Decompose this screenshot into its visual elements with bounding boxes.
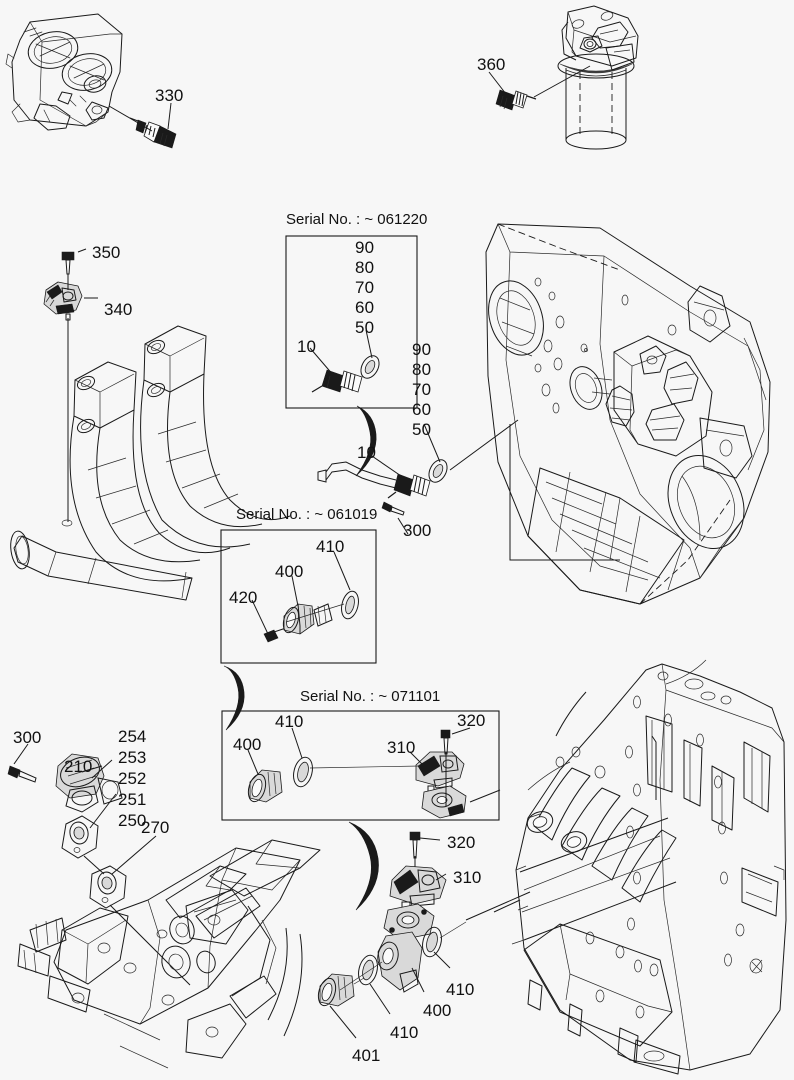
leader-420 bbox=[251, 599, 269, 635]
bottom-center-parts-group bbox=[317, 831, 467, 1007]
ref-350: 350 bbox=[92, 243, 121, 262]
ref-400-bottom: 400 bbox=[423, 1001, 452, 1020]
leader-320-bottom bbox=[419, 837, 441, 841]
cal-value-80-in: 80 bbox=[355, 258, 375, 277]
leader-sensor-to-housing bbox=[449, 419, 519, 471]
ref-10-box1: 10 bbox=[297, 337, 316, 356]
leader-410-right bbox=[433, 951, 451, 969]
cal-value-70-out: 70 bbox=[412, 380, 432, 399]
leader-box1-10 bbox=[309, 347, 335, 377]
cal-value-90-in: 90 bbox=[355, 238, 375, 257]
leader-401 bbox=[329, 1005, 357, 1039]
bracket-arms-illustration bbox=[165, 839, 321, 1037]
serial-caption-071101: Serial No. : ~ 071101 bbox=[300, 688, 441, 705]
leader-300-bottom bbox=[13, 743, 29, 765]
leader-410-box3 bbox=[291, 727, 303, 759]
ref-310-box3: 310 bbox=[387, 738, 416, 757]
sensor-360-part bbox=[495, 89, 537, 111]
ref-410-left: 410 bbox=[390, 1023, 419, 1042]
ref-410-right: 410 bbox=[446, 980, 475, 999]
ref-360: 360 bbox=[477, 55, 506, 74]
ref-251: 251 bbox=[118, 790, 147, 809]
leader-400-box2 bbox=[291, 575, 299, 607]
ref-210: 210 bbox=[64, 757, 93, 776]
leader-330-label bbox=[167, 102, 172, 130]
sensor-340-part bbox=[43, 281, 83, 321]
leader-310-bottom bbox=[435, 873, 447, 881]
cal-value-70-in: 70 bbox=[355, 278, 375, 297]
transmission-housing-illustration bbox=[485, 223, 771, 605]
serial-caption-061019: Serial No. : ~ 061019 bbox=[236, 506, 378, 523]
leader-400-bottom bbox=[411, 967, 425, 993]
ref-410-box2: 410 bbox=[316, 537, 345, 556]
leader-210b bbox=[91, 759, 113, 779]
cal-value-80-out: 80 bbox=[412, 360, 432, 379]
ref-250: 250 bbox=[118, 811, 147, 830]
serial-box-061019-frame bbox=[220, 529, 377, 664]
leader-ring1-to-ring2 bbox=[83, 855, 105, 875]
cal-value-60-in: 60 bbox=[355, 298, 375, 317]
cal-value-50-in: 50 bbox=[355, 318, 375, 337]
box1-sensor-group bbox=[311, 355, 380, 393]
leader-310-box3 bbox=[409, 751, 425, 767]
box3-parts-group bbox=[247, 729, 467, 819]
leader-center-300 bbox=[397, 517, 409, 535]
leader-270 bbox=[111, 835, 157, 875]
leader-ring2-to-pump bbox=[109, 904, 191, 986]
serial-caption-061220: Serial No. : ~ 061220 bbox=[286, 211, 428, 228]
leader-360-to-filter bbox=[533, 65, 591, 98]
bolt-350-part bbox=[61, 251, 75, 275]
ref-300-bottom: 300 bbox=[13, 728, 42, 747]
leader-250-series bbox=[89, 793, 117, 829]
leader-box3-to-block bbox=[469, 789, 501, 803]
ref-300-center: 300 bbox=[403, 521, 432, 540]
leader-360-label bbox=[488, 71, 507, 95]
cylinder-block-illustration bbox=[493, 659, 787, 1075]
swoosh-arrow-3 bbox=[348, 821, 379, 911]
leader-center-10 bbox=[368, 453, 405, 479]
serial-box-071101-frame bbox=[221, 710, 500, 821]
leader-assembly-to-block bbox=[465, 891, 531, 921]
ref-270: 270 bbox=[141, 818, 170, 837]
ref-410-box3: 410 bbox=[275, 712, 304, 731]
serial-box-061220-frame bbox=[285, 235, 418, 409]
ref-400-box3: 400 bbox=[233, 735, 262, 754]
ref-400-box2: 400 bbox=[275, 562, 304, 581]
ref-401: 401 bbox=[352, 1046, 381, 1065]
cal-value-50-out: 50 bbox=[412, 420, 432, 439]
swoosh-arrow-1 bbox=[355, 405, 377, 477]
leader-410-box2 bbox=[333, 551, 351, 591]
leader-center-90-50 bbox=[423, 423, 441, 463]
cal-value-90-out: 90 bbox=[412, 340, 432, 359]
ref-10-center: 10 bbox=[357, 443, 376, 462]
swoosh-arrow-2 bbox=[223, 665, 245, 731]
throttle-body-illustration bbox=[5, 13, 123, 131]
leader-350-label bbox=[77, 248, 87, 253]
ref-420: 420 bbox=[229, 588, 258, 607]
leader-210 bbox=[81, 765, 103, 773]
ref-253: 253 bbox=[118, 748, 147, 767]
ref-320-bottom: 320 bbox=[447, 833, 476, 852]
fuel-filter-illustration bbox=[557, 5, 639, 150]
bottom-left-parts-group bbox=[7, 753, 127, 909]
harness-sensor-group bbox=[317, 459, 448, 516]
leader-330-to-body bbox=[108, 105, 153, 132]
leader-400-box3 bbox=[247, 749, 259, 775]
cal-value-60-out: 60 bbox=[412, 400, 432, 419]
ref-310-bottom: 310 bbox=[453, 868, 482, 887]
leader-410-left bbox=[369, 983, 391, 1015]
leader-320-box3 bbox=[451, 727, 471, 735]
ref-254: 254 bbox=[118, 727, 147, 746]
leader-box1-90-50 bbox=[365, 329, 373, 359]
ref-330: 330 bbox=[155, 86, 184, 105]
ref-252: 252 bbox=[118, 769, 147, 788]
ref-340: 340 bbox=[104, 300, 133, 319]
ref-320-box3: 320 bbox=[457, 711, 486, 730]
leader-housing-bracket bbox=[509, 424, 620, 561]
intake-manifold-illustration bbox=[10, 325, 291, 601]
